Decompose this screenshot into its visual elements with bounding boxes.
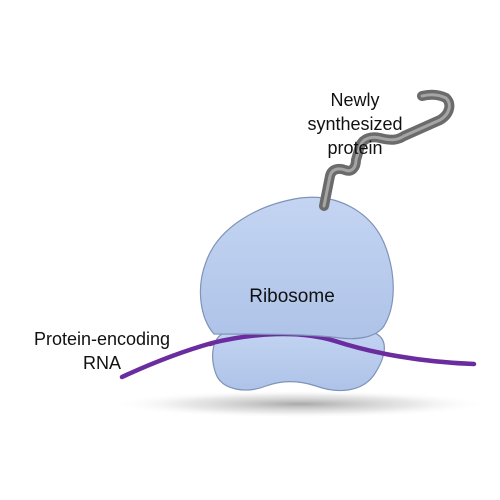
rna-label-line-2: RNA	[82, 353, 121, 373]
protein-label-line-3: protein	[327, 138, 383, 158]
ribosome-label: Ribosome	[249, 286, 335, 307]
rna-label: Protein-encoding RNA	[2, 327, 202, 375]
protein-label-line-1: Newly	[330, 90, 380, 110]
ribosome-large-subunit	[199, 196, 394, 340]
protein-label: Newly synthesized protein	[290, 88, 420, 160]
protein-chain	[319, 89, 455, 211]
protein-label-line-2: synthesized	[307, 114, 403, 134]
floor-shadow	[110, 390, 490, 418]
rna-label-line-1: Protein-encoding	[33, 329, 171, 349]
